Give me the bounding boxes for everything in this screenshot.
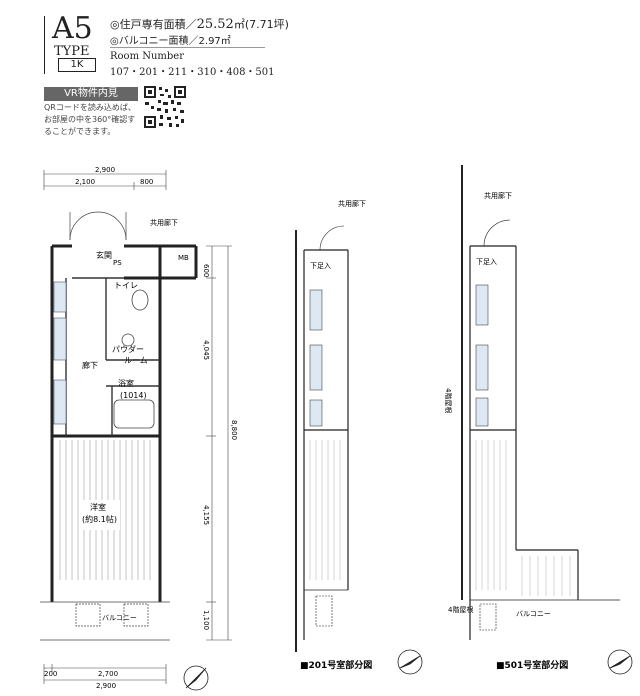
mb-label: MB xyxy=(178,254,189,262)
room501-roof-vertical: 4階屋根 xyxy=(444,388,453,413)
compass-501-icon xyxy=(607,649,633,675)
compass-201-icon xyxy=(397,649,423,675)
dim-right-1: 600 xyxy=(202,264,210,277)
vr-description: QRコードを読み込めば、お部屋の中を360°確認することができます。 xyxy=(44,103,136,136)
top-dimensions xyxy=(43,170,167,190)
toilet-fixture xyxy=(131,289,149,311)
dim-bottom-left: 200 xyxy=(44,670,57,678)
western-label-bg xyxy=(80,500,120,530)
qr-code-icon[interactable] xyxy=(143,85,187,129)
dim-top-total: 2,900 xyxy=(95,166,115,174)
room201-plan xyxy=(295,225,349,652)
outer-walls xyxy=(50,244,198,602)
ps-label: PS xyxy=(113,259,122,267)
room501-shared-corridor: 共用廊下 xyxy=(484,191,512,200)
room-number-label: Room Number xyxy=(110,51,185,62)
header-rule xyxy=(110,47,265,48)
room-number-list: 107・201・211・310・408・501 xyxy=(110,67,275,78)
dim-top-right: 800 xyxy=(140,178,153,186)
type-code: A5 xyxy=(52,11,93,46)
exclusive-area: ◎住戸専有面積／25.52㎡(7.71坪) xyxy=(110,16,289,32)
bath-label: 浴室 xyxy=(118,378,134,388)
right-dimensions xyxy=(206,245,232,641)
room501-roof-label: 4階屋根 xyxy=(448,605,473,614)
room501-flooring xyxy=(475,440,571,596)
room201-shoe-label: 下足入 xyxy=(310,262,331,270)
layout-badge: 1K xyxy=(58,58,96,72)
compass-icon xyxy=(183,665,209,691)
room501-balcony-label: バルコニー xyxy=(516,610,551,618)
header-divider xyxy=(44,16,45,74)
room501-plan xyxy=(461,165,620,640)
balcony-area: ◎バルコニー面積／2.97㎡ xyxy=(110,36,231,47)
entry-door xyxy=(69,211,127,241)
dim-right-4: 1,100 xyxy=(202,610,210,630)
exclusive-area-label: ◎住戸専有面積／ xyxy=(110,18,197,31)
dim-bottom-total: 2,900 xyxy=(96,682,116,690)
room201-flooring xyxy=(309,440,341,580)
balcony-label: バルコニー xyxy=(102,614,137,622)
sink-fixture xyxy=(121,333,135,347)
vr-title: VR物件内見 xyxy=(44,87,138,101)
dim-right-total: 8,800 xyxy=(230,420,238,440)
toilet-label: トイレ xyxy=(114,281,138,290)
exclusive-area-unit: ㎡(7.71坪) xyxy=(233,18,289,31)
room201-caption: ■201号室部分図 xyxy=(300,659,372,671)
room501-caption: ■501号室部分図 xyxy=(496,659,568,671)
dim-right-3: 4,155 xyxy=(202,505,210,525)
bottom-dimensions xyxy=(43,664,167,684)
type-word: TYPE xyxy=(54,44,90,59)
bathtub xyxy=(113,399,155,429)
balcony xyxy=(40,601,170,641)
powder-label: パウダー xyxy=(112,344,144,354)
room201-shared-corridor: 共用廊下 xyxy=(338,199,366,208)
shared-corridor-label: 共用廊下 xyxy=(150,218,178,227)
dim-top-left: 2,100 xyxy=(75,178,95,186)
closets xyxy=(53,281,67,425)
western-room-size: (約8.1帖) xyxy=(82,514,117,524)
dim-right-2: 4,045 xyxy=(202,340,210,360)
room501-shoe-label: 下足入 xyxy=(476,258,497,266)
dim-bottom-mid: 2,700 xyxy=(98,670,118,678)
corridor-label: 廊下 xyxy=(82,360,98,370)
western-room-label: 洋室 xyxy=(90,502,106,512)
genkan-label: 玄関 xyxy=(96,250,112,260)
powder-room-word: ルーム xyxy=(124,356,148,365)
bath-size: (1014) xyxy=(120,391,147,400)
exclusive-area-value: 25.52 xyxy=(196,17,234,32)
